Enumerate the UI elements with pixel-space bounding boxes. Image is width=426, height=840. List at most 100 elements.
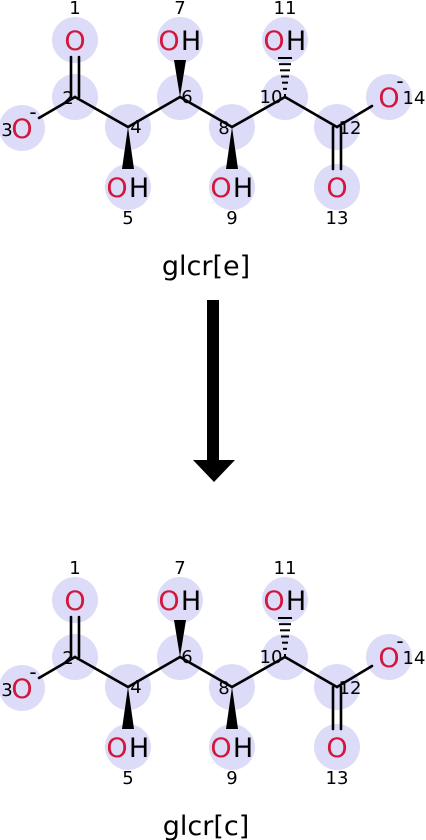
atom-highlight-11 [262,577,308,623]
atom-index-12: 12 [339,118,362,139]
bond-2-3 [37,655,77,680]
atom-index-2: 2 [62,88,73,109]
atom-index-6: 6 [181,647,192,668]
atom-highlight-3 [0,665,45,711]
atom-highlight-7 [157,577,203,623]
bond-2-4 [73,95,130,129]
atom-symbol-13: O [326,733,347,764]
atom-hydrogen-9: H [233,733,253,764]
atom-index-4: 4 [130,677,141,698]
atom-symbol-7: O [158,586,179,617]
atom-index-5: 5 [122,208,133,229]
bond-2-3 [37,95,77,120]
atom-index-14: 14 [403,88,426,109]
atom-index-12: 12 [339,678,362,699]
atom-hydrogen-11: H [286,26,306,57]
atom-highlight-1 [52,17,98,63]
atom-symbol-1: O [64,26,85,57]
bond-12-14 [335,104,374,129]
atom-index-7: 7 [174,558,185,579]
atom-index-7: 7 [174,0,185,19]
atom-symbol-14: O [378,643,399,674]
atom-index-4: 4 [130,117,141,138]
atom-highlight-5 [105,164,151,210]
bonds [37,615,374,731]
atom-highlight-9 [209,164,255,210]
bond-2-4 [73,655,130,689]
atom-highlight-1 [52,577,98,623]
atom-index-3: 3 [1,120,12,141]
atom-index-10: 10 [260,647,283,668]
atom-index-13: 13 [326,208,349,229]
atom-highlight-9 [209,724,255,770]
bond-4-6 [126,655,182,689]
atom-symbol-9: O [210,733,231,764]
bond-12-14 [335,664,374,689]
atom-highlight-13 [314,724,360,770]
bond-6-8 [178,95,234,129]
molecule-name: glcr[c] [163,811,250,840]
wedge-bond-4-5 [122,127,134,169]
wedge-bond-6-7 [174,620,186,657]
atom-symbol-9: O [210,173,231,204]
bond-6-8 [178,655,234,689]
atom-hydrogen-5: H [129,733,149,764]
bond-10-12 [283,655,339,689]
atom-index-11: 11 [274,0,297,19]
wedge-bond-8-9 [226,127,238,169]
atom-symbol-3: O [11,114,32,145]
atom-index-14: 14 [403,648,426,669]
hashed-bond-10-11 [278,617,292,656]
atom-charge-3: - [29,660,36,684]
atom-charge-14: - [396,629,403,653]
bond-4-6 [126,95,182,129]
atom-hydrogen-7: H [181,26,201,57]
atom-symbol-11: O [263,26,284,57]
reaction-arrow-shaft [207,300,219,462]
atom-index-10: 10 [260,87,283,108]
atom-index-8: 8 [218,118,229,139]
atom-index-9: 9 [226,768,237,789]
bond-8-10 [230,655,287,689]
atom-highlight-14 [366,634,412,680]
atom-index-6: 6 [181,87,192,108]
atom-highlight-11 [262,17,308,63]
atom-symbol-13: O [326,173,347,204]
atom-symbol-14: O [378,83,399,114]
atom-index-1: 1 [69,0,80,19]
atom-index-2: 2 [62,648,73,669]
atom-index-8: 8 [218,678,229,699]
reaction-arrow-head [193,460,235,482]
atom-highlight-7 [157,17,203,63]
hashed-bond-10-11 [278,57,292,96]
atom-index-3: 3 [1,680,12,701]
atom-index-13: 13 [326,768,349,789]
wedge-bond-6-7 [174,60,186,97]
atom-index-5: 5 [122,768,133,789]
atom-hydrogen-5: H [129,173,149,204]
atom-highlight-13 [314,164,360,210]
atom-index-1: 1 [69,558,80,579]
atom-symbol-5: O [106,733,127,764]
atom-symbol-5: O [106,173,127,204]
atom-highlight-5 [105,724,151,770]
atom-highlight-3 [0,105,45,151]
atom-symbol-11: O [263,586,284,617]
atom-charge-3: - [29,100,36,124]
wedge-bond-8-9 [226,687,238,729]
bond-8-10 [230,95,287,129]
reaction-arrow [193,300,235,482]
atom-symbol-7: O [158,26,179,57]
atom-index-9: 9 [226,208,237,229]
atom-highlight-14 [366,74,412,120]
atom-index-11: 11 [274,558,297,579]
wedge-bond-4-5 [122,687,134,729]
atom-hydrogen-7: H [181,586,201,617]
